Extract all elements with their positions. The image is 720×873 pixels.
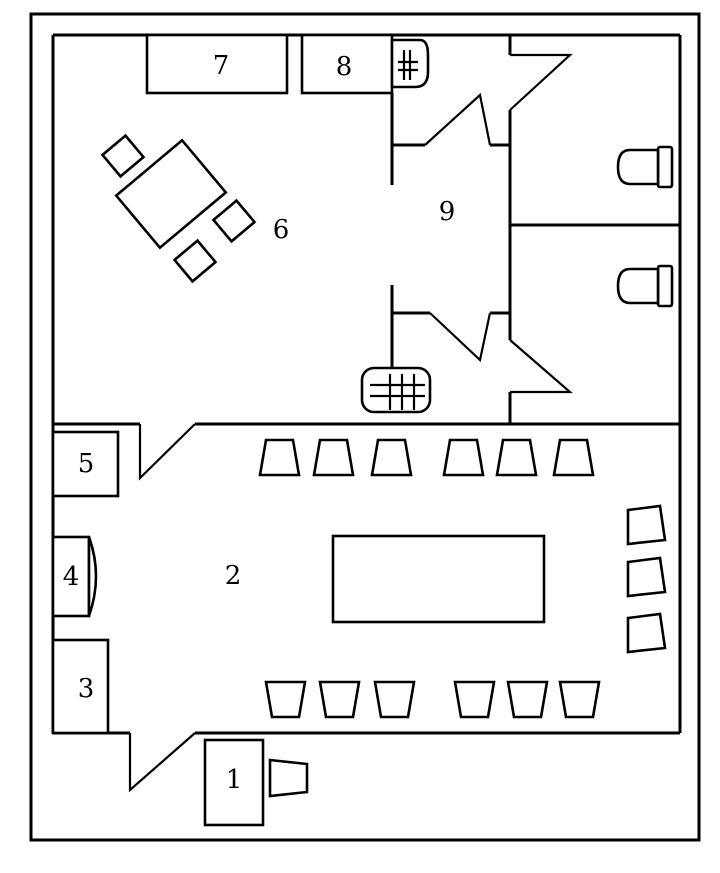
label-8: 8 — [336, 52, 353, 82]
label-1: 1 — [226, 765, 243, 795]
cabinet-8 — [300, 33, 394, 95]
label-2: 2 — [225, 561, 242, 591]
chairs-right-column — [626, 504, 667, 654]
outer-frame — [29, 12, 701, 842]
cabinet-5 — [51, 430, 120, 498]
chair-1 — [268, 758, 309, 798]
label-9: 9 — [439, 197, 456, 227]
toilet-lower-icon — [616, 264, 674, 308]
label-4: 4 — [63, 562, 80, 592]
unit-4 — [51, 535, 98, 618]
label-3: 3 — [78, 674, 95, 704]
cabinet-7 — [145, 33, 289, 95]
building-walls — [51, 33, 682, 735]
door-swings — [128, 53, 573, 793]
toilet-upper-icon — [616, 145, 674, 189]
label-5: 5 — [78, 449, 95, 479]
conference-table — [331, 534, 546, 624]
label-7: 7 — [213, 51, 230, 81]
desk-1 — [203, 738, 265, 827]
sink-top-icon — [390, 38, 430, 89]
office-desk-group — [100, 133, 257, 284]
sink-bottom-icon — [360, 366, 432, 414]
label-6: 6 — [273, 215, 290, 245]
chairs-bottom-row — [264, 680, 601, 719]
cabinet-3 — [51, 638, 110, 735]
chairs-top-row — [258, 438, 595, 477]
